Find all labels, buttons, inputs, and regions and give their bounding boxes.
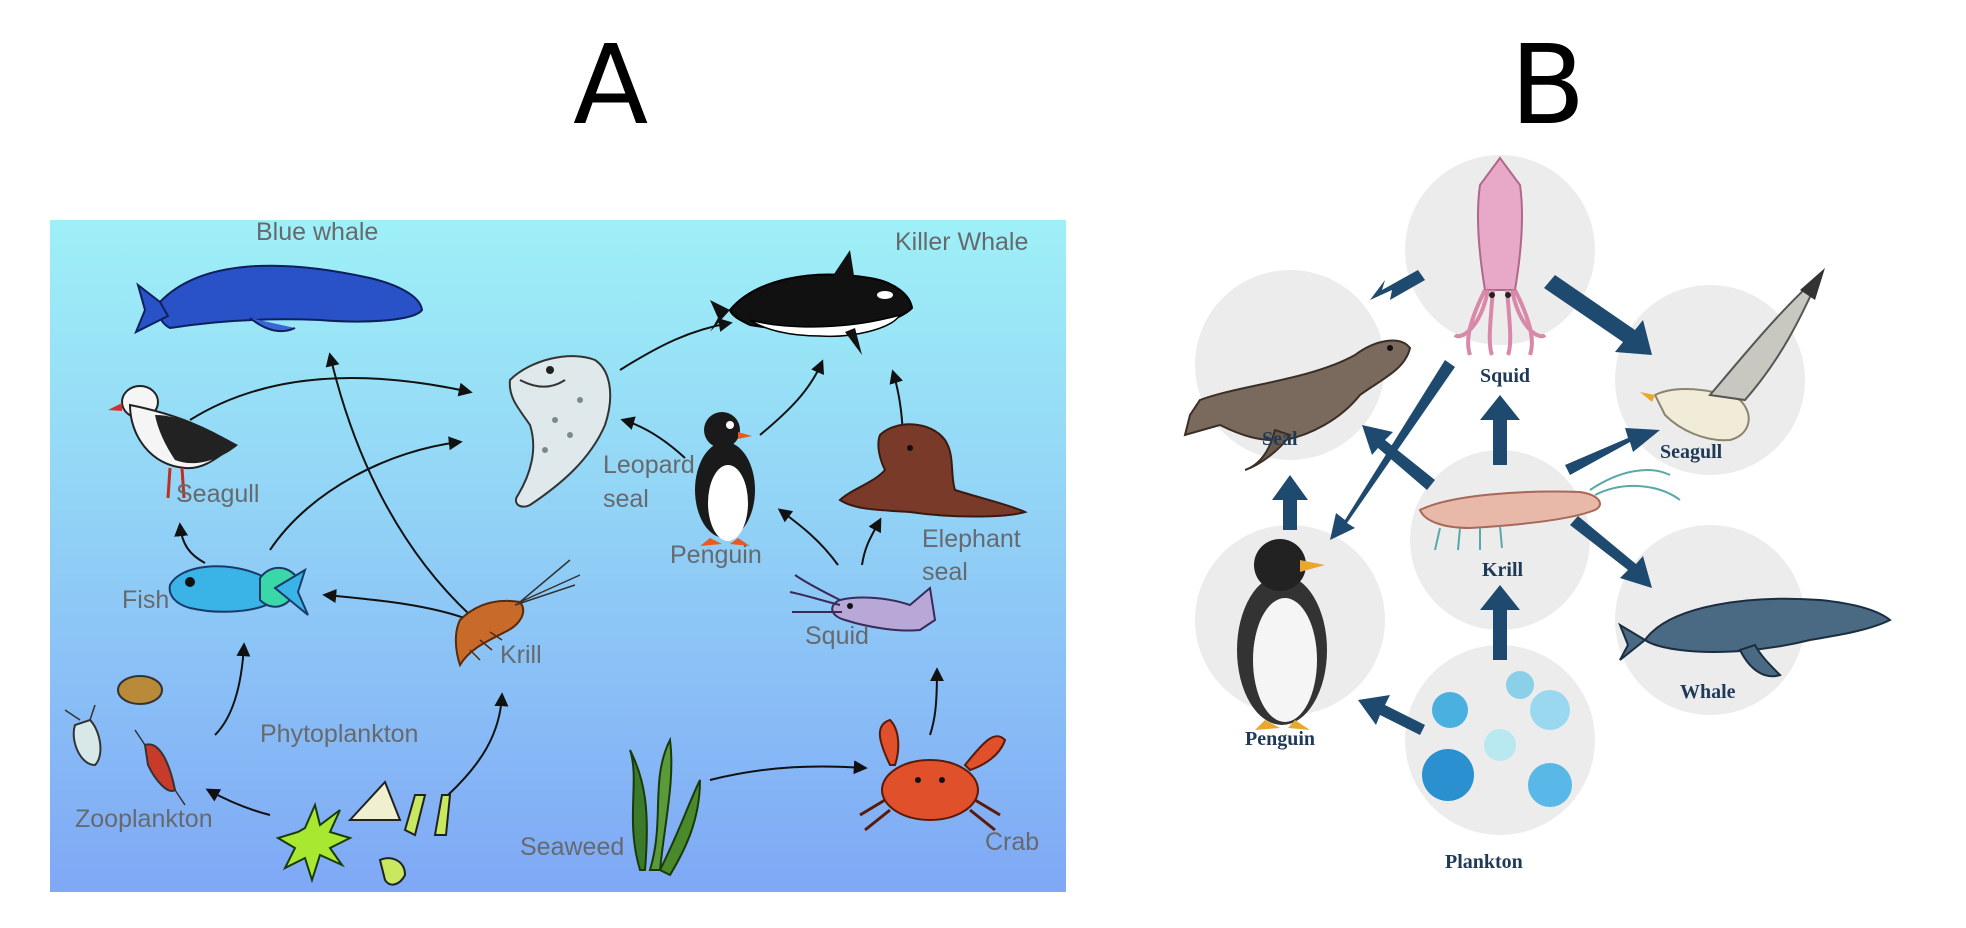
label-phytoplankton: Phytoplankton — [260, 720, 418, 748]
squid-b-icon — [1453, 156, 1547, 356]
label-elephant-seal-line2: seal — [922, 558, 968, 586]
arrow-leopardseal-killerwhale — [619, 318, 733, 371]
arrow-b-krill-seagull — [1565, 428, 1660, 475]
plankton-b-icon — [1422, 671, 1572, 807]
label-crab: Crab — [985, 828, 1039, 856]
arrow-phyto-zooplankton — [205, 788, 271, 816]
arrow-penguin-killerwhale — [759, 359, 825, 436]
arrow-fish-seagull — [174, 522, 206, 564]
krill-b-icon — [1418, 469, 1681, 551]
label-seagull-b: Seagull — [1660, 441, 1723, 463]
panel-b-letter: B — [1510, 21, 1586, 149]
label-squid-a: Squid — [805, 622, 869, 650]
arrow-zooplankton-fish — [214, 642, 251, 736]
arrow-seaweed-crab — [709, 760, 868, 781]
label-fish: Fish — [122, 586, 169, 614]
food-web-a: Blue whale Killer Whale Seagull Leopard … — [50, 220, 1066, 892]
arrow-penguin-leopardseal — [620, 416, 686, 459]
label-plankton-b: Plankton — [1445, 851, 1523, 873]
label-elephant-seal-line1: Elephant — [922, 525, 1021, 553]
food-web-a-canvas: Blue whale Killer Whale Seagull Leopard … — [64, 220, 1039, 886]
label-squid-b: Squid — [1480, 365, 1530, 387]
whale-b-icon — [1617, 597, 1892, 678]
label-leopard-seal-line2: seal — [603, 485, 649, 513]
arrow-b-krill-whale — [1570, 516, 1652, 588]
label-penguin-b: Penguin — [1245, 728, 1315, 750]
fish-icon — [168, 565, 309, 616]
seal-b-icon — [1183, 339, 1412, 471]
zooplankton-icon — [64, 675, 186, 806]
panel-a-letter: A — [573, 21, 649, 149]
arrows-b — [1272, 270, 1660, 735]
seagull-b-icon — [1640, 268, 1825, 442]
arrow-krill-bluewhale — [325, 352, 471, 616]
arrow-phyto-krill — [447, 692, 509, 796]
arrow-squid-elephantseal — [861, 517, 882, 566]
arrow-seagull-leopardseal — [189, 376, 473, 421]
arrow-squid-penguin — [777, 508, 839, 566]
food-web-b: Squid Seal Seagull Krill Penguin Whale — [1100, 130, 1920, 910]
label-krill-b: Krill — [1482, 559, 1524, 581]
label-zooplankton: Zooplankton — [75, 805, 213, 833]
leopard-seal-icon — [508, 355, 612, 508]
arrow-fish-leopardseal — [269, 436, 463, 551]
arrow-crab-squid — [929, 667, 944, 736]
crab-icon — [859, 718, 1007, 832]
squid-icon — [789, 574, 937, 632]
penguin-icon — [695, 412, 755, 546]
krill-icon — [454, 559, 581, 668]
label-seal-b: Seal — [1262, 428, 1298, 450]
arrows-a — [174, 318, 944, 816]
seagull-icon — [108, 385, 238, 499]
arrow-b-krill-seal — [1362, 425, 1435, 490]
seaweed-icon — [629, 736, 701, 877]
arrow-b-penguin-seal — [1272, 475, 1308, 530]
arrow-b-plankton-krill — [1480, 585, 1520, 660]
food-web-b-canvas: Squid Seal Seagull Krill Penguin Whale — [1183, 155, 1892, 873]
arrow-krill-fish — [322, 589, 471, 621]
label-whale-b: Whale — [1680, 681, 1736, 703]
phytoplankton-icon — [275, 780, 452, 886]
label-krill-a: Krill — [500, 641, 542, 669]
label-leopard-seal-line1: Leopard — [603, 451, 695, 479]
blue-whale-icon — [134, 264, 424, 335]
arrow-b-plankton-penguin — [1358, 695, 1425, 735]
label-penguin-a: Penguin — [670, 541, 762, 569]
arrow-b-squid-seal — [1370, 270, 1425, 300]
label-blue-whale: Blue whale — [256, 220, 378, 246]
label-seagull-a: Seagull — [176, 480, 259, 508]
penguin-b-icon — [1237, 539, 1327, 730]
label-seaweed: Seaweed — [520, 833, 624, 861]
arrow-b-squid-seagull — [1544, 275, 1652, 355]
label-killer-whale: Killer Whale — [895, 228, 1028, 256]
arrow-b-krill-squid — [1480, 395, 1520, 465]
killer-whale-icon — [710, 250, 914, 355]
elephant-seal-icon — [838, 423, 1028, 518]
